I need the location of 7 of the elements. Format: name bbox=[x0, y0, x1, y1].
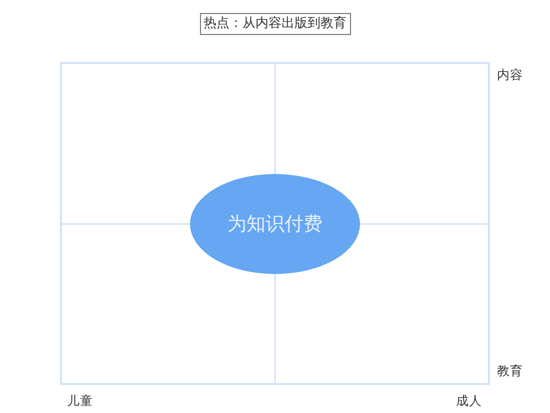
axis-label: 教育 bbox=[497, 363, 523, 379]
ellipse-node bbox=[190, 174, 360, 274]
axis-label: 成人 bbox=[456, 393, 482, 409]
axis-label: 儿童 bbox=[67, 393, 93, 409]
chart-title: 热点：从内容出版到教育 bbox=[200, 13, 350, 35]
axis-label: 内容 bbox=[497, 67, 523, 83]
node-label: 为知识付费 bbox=[228, 212, 322, 236]
